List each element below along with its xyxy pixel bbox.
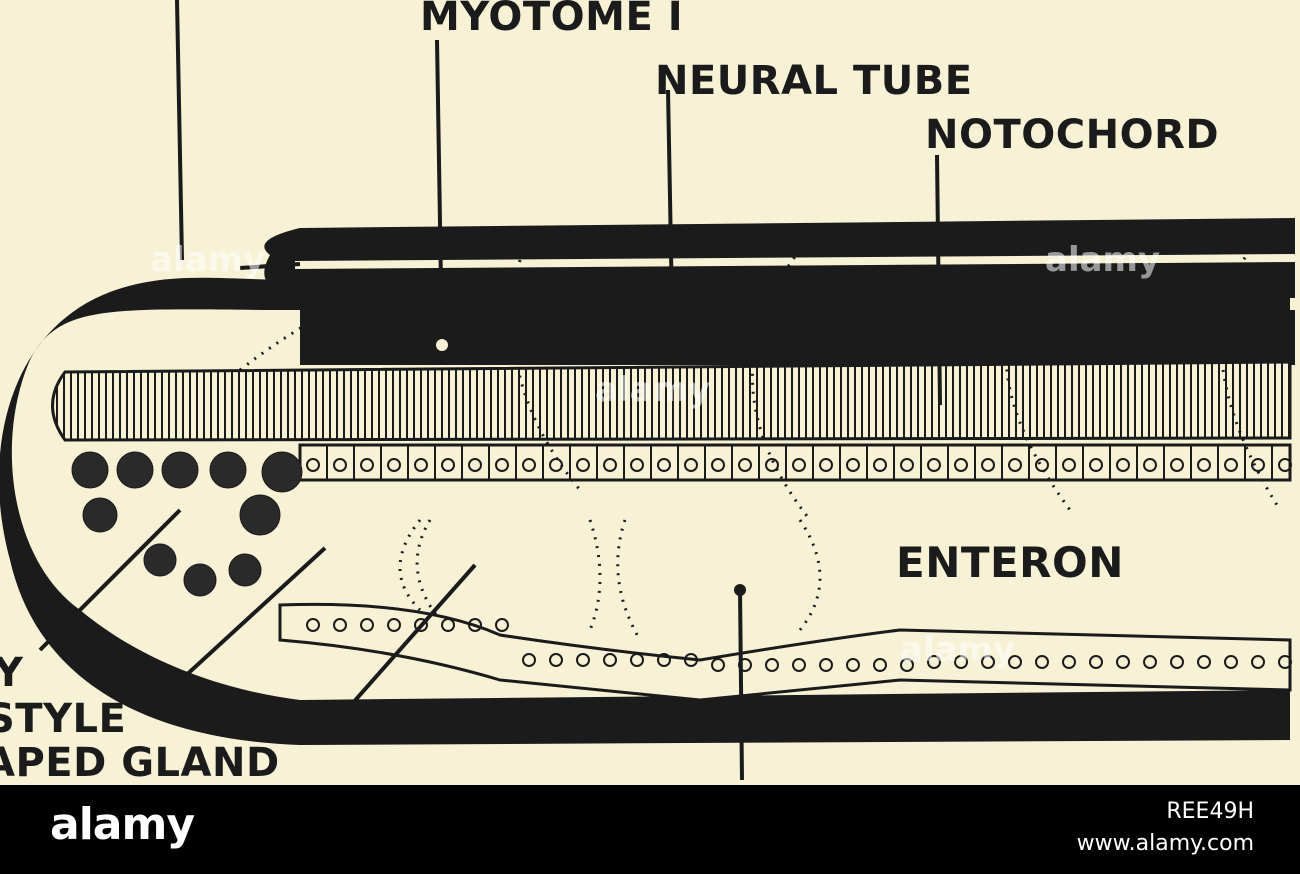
- label-partial-style: STYLE: [0, 696, 126, 742]
- label-neural-tube: NEURAL TUBE: [655, 58, 973, 104]
- watermark-right: alamy: [1045, 240, 1160, 280]
- label-notochord: NOTOCHORD: [925, 112, 1219, 158]
- watermark-left: alamy: [150, 240, 265, 280]
- image-id: REE49H: [1166, 799, 1254, 824]
- site-url: www.alamy.com: [1077, 831, 1254, 856]
- cell-nucleus: [496, 619, 508, 631]
- label-partial-gland: APED GLAND: [0, 740, 280, 786]
- club-shaped-gland: [72, 452, 302, 596]
- label-enteron: ENTERON: [896, 538, 1124, 587]
- lower-epithelium: [280, 604, 1290, 700]
- footer-bar: alamy REE49H www.alamy.com: [0, 785, 1300, 874]
- label-myotome: MYOTOME I: [420, 0, 683, 40]
- label-partial-y: Y: [0, 650, 23, 696]
- upper-epithelium: [300, 445, 1291, 480]
- watermark-center: alamy: [595, 370, 710, 410]
- alamy-logo: alamy: [50, 799, 194, 850]
- amphioxus-section-diagram: MYOTOME I NEURAL TUBE NOTOCHORD ENTERON …: [0, 0, 1300, 785]
- watermark-lower: alamy: [900, 630, 1015, 670]
